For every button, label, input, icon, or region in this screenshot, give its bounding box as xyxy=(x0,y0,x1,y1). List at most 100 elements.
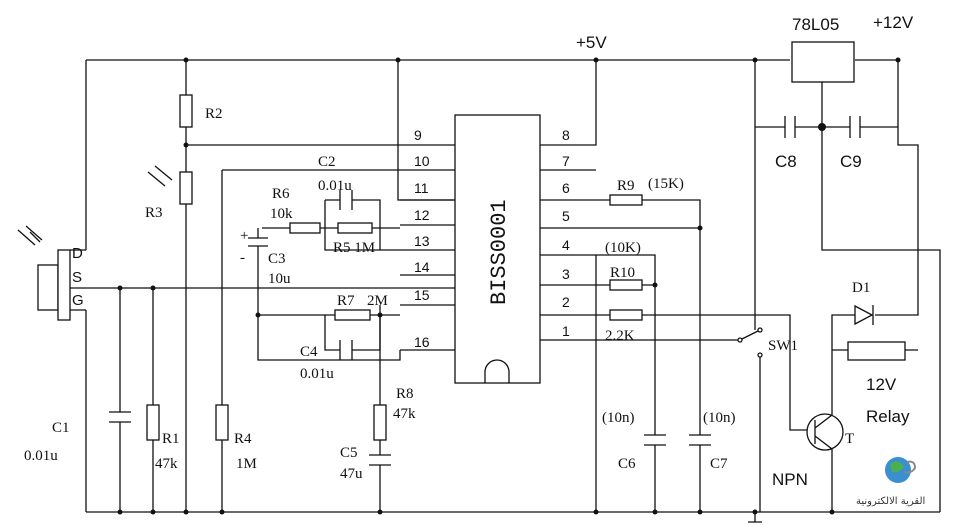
c2-value: 0.01u xyxy=(318,178,352,194)
r4-value: 1M xyxy=(236,456,257,472)
cap-c1 xyxy=(109,411,131,423)
r8-value: 47k xyxy=(393,406,416,422)
c9-label: C9 xyxy=(840,152,862,171)
wire-r11-base xyxy=(642,314,812,431)
c6-label: C6 xyxy=(618,456,636,472)
v12-label: +12V xyxy=(873,13,914,32)
wire-reg-gnd xyxy=(821,82,941,512)
resistor-r5 xyxy=(337,222,373,234)
cap-c6 xyxy=(644,434,666,446)
d1-label: D1 xyxy=(852,280,870,296)
pin-12: 12 xyxy=(414,207,430,223)
r11-value: 2.2K xyxy=(605,328,635,344)
relay-voltage: 12V xyxy=(866,375,897,394)
junction-dots xyxy=(117,57,901,515)
wire-c1-r1 xyxy=(119,288,154,512)
r6-value: 10k xyxy=(270,206,293,222)
wire-r2-r3 xyxy=(185,127,400,512)
relay-label: Relay xyxy=(866,407,910,426)
wire-r7-c4 xyxy=(258,314,400,351)
resistor-r8 xyxy=(373,404,387,441)
switch-sw1 xyxy=(739,329,761,512)
pir-sensor-body xyxy=(57,249,71,321)
c6-value: (10n) xyxy=(602,410,635,426)
regulator-label: 78L05 xyxy=(792,15,839,34)
c3-label: C3 xyxy=(268,251,286,267)
c3-value: 10u xyxy=(268,271,291,287)
wire-relay xyxy=(831,314,918,351)
cap-c8-c9-plates xyxy=(784,116,861,138)
cap-c2 xyxy=(339,190,353,210)
c5-label: C5 xyxy=(340,445,358,461)
ic-left-pins xyxy=(400,144,455,351)
resistor-r3 xyxy=(179,171,193,205)
c7-label: C7 xyxy=(710,456,728,472)
c4-value: 0.01u xyxy=(300,366,334,382)
sw1-label: SW1 xyxy=(768,338,798,354)
c2-label: C2 xyxy=(318,154,336,170)
r9-label: R9 xyxy=(617,178,635,194)
pin-1: 1 xyxy=(562,323,570,339)
wire-r4 xyxy=(221,169,400,512)
logo-globe-icon xyxy=(885,457,917,483)
logo-text: القرية الالكترونية xyxy=(856,496,925,507)
wire-c2-r5 xyxy=(324,199,400,251)
pin-9: 9 xyxy=(414,127,422,143)
transistor-npn xyxy=(806,413,844,451)
r3-label: R3 xyxy=(145,205,163,221)
pin-4: 4 xyxy=(562,237,570,253)
r4-label: R4 xyxy=(234,431,252,447)
pin-14: 14 xyxy=(414,259,430,275)
ic-label: BISS0001 xyxy=(487,199,512,305)
sensor-leads xyxy=(70,249,455,311)
v5-label: +5V xyxy=(576,33,607,52)
t-label: T xyxy=(845,431,854,447)
cap-c7 xyxy=(689,434,711,446)
pin-2: 2 xyxy=(562,294,570,310)
resistor-r6 xyxy=(289,222,321,234)
cap-c4 xyxy=(339,340,353,360)
wire-12v-rail xyxy=(855,59,919,316)
c3-minus: - xyxy=(240,250,245,266)
r5-label: R5 1M xyxy=(333,240,375,256)
resistor-r4 xyxy=(215,404,229,441)
pin-g: G xyxy=(72,292,84,309)
c8-label: C8 xyxy=(775,152,797,171)
r3-light-arrows xyxy=(147,165,173,187)
cap-c3 xyxy=(248,228,401,361)
pin-10: 10 xyxy=(414,153,430,169)
pin-s: S xyxy=(72,269,82,286)
resistor-r7 xyxy=(334,309,371,321)
regulator-78l05 xyxy=(791,41,855,83)
pir-sensor xyxy=(37,264,59,311)
wire-r10-c6 xyxy=(596,254,656,512)
c5-value: 47u xyxy=(340,466,363,482)
pin-13: 13 xyxy=(414,233,430,249)
resistor-r2 xyxy=(179,94,193,128)
pin-11: 11 xyxy=(414,180,429,196)
pin-d: D xyxy=(72,245,83,262)
pin-15: 15 xyxy=(414,287,430,303)
npn-label: NPN xyxy=(772,470,808,489)
r2-label: R2 xyxy=(205,106,223,122)
resistor-r10 xyxy=(609,279,643,291)
wire-r9-c7 xyxy=(642,199,701,512)
diode-d1 xyxy=(854,304,874,326)
pin-7: 7 xyxy=(562,153,570,169)
r6-label: R6 xyxy=(272,186,290,202)
pin-5: 5 xyxy=(562,208,570,224)
r10-value: (10K) xyxy=(605,240,641,256)
c3-plus: + xyxy=(240,228,248,244)
r9-value: (15K) xyxy=(648,176,684,192)
r7-value: 2M xyxy=(367,293,388,309)
sensor-light-arrows xyxy=(17,225,43,246)
pin-16: 16 xyxy=(414,334,430,350)
ic-biss0001 xyxy=(454,114,541,384)
r7-label: R7 xyxy=(337,293,355,309)
ic-right-pins xyxy=(540,169,740,341)
c1-value: 0.01u xyxy=(24,448,58,464)
transistor-leads xyxy=(814,350,833,512)
pin-6: 6 xyxy=(562,180,570,196)
